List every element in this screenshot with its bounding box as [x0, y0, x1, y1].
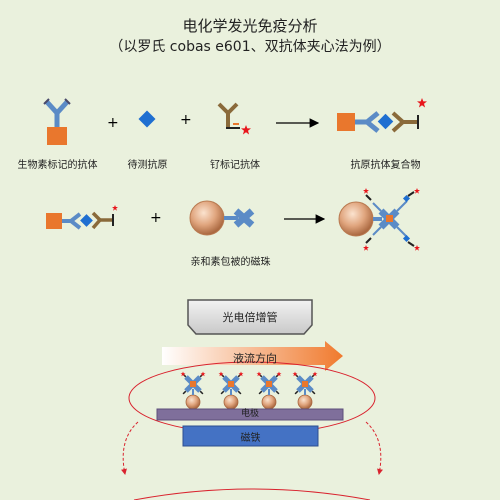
measurement-cell-ellipse — [128, 361, 376, 435]
flow-direction-arrow — [162, 341, 343, 371]
pmt-label: 光电倍增管 — [222, 311, 278, 324]
electrode-label: 电极 — [240, 409, 259, 419]
captured-bead-complex — [256, 371, 282, 410]
plus-1: + — [107, 115, 119, 131]
captured-beads — [180, 371, 318, 410]
flow-label: 液流方向 — [233, 352, 277, 365]
left-flow-arc — [121, 421, 139, 475]
magnet-bar — [182, 425, 319, 447]
plus-3: + — [150, 210, 162, 226]
electrode-bar — [156, 408, 344, 421]
photomultiplier-tube — [187, 299, 313, 335]
captured-bead-complex — [218, 371, 244, 410]
label-bead: 亲和素包被的磁珠 — [190, 257, 271, 268]
captured-bead-complex — [292, 371, 318, 410]
magnet-label: 磁铁 — [240, 433, 261, 444]
captured-bead-complex — [180, 371, 206, 410]
biotin-antibody-icon — [43, 98, 71, 145]
antigen-icon — [138, 110, 156, 128]
antigen-antibody-complex-icon — [337, 98, 427, 133]
label-ruthenium-antibody: 钌标记抗体 — [210, 160, 260, 171]
title-line-2: （以罗氏 cobas e601、双抗体夹心法为例） — [109, 39, 391, 55]
lower-ellipse-arc — [133, 488, 371, 500]
bead-complex-icon — [338, 188, 420, 251]
ruthenium-antibody-icon — [217, 102, 251, 135]
label-biotin-antibody: 生物素标记的抗体 — [17, 160, 98, 171]
label-antigen: 待测抗原 — [127, 160, 168, 171]
title-line-1: 电化学发光免疫分析 — [182, 17, 318, 35]
complex-icon-small — [46, 205, 118, 230]
streptavidin-bead-icon — [189, 200, 255, 236]
plus-2: + — [180, 112, 192, 128]
right-flow-arc — [365, 421, 383, 475]
label-complex: 抗原抗体复合物 — [350, 160, 421, 171]
